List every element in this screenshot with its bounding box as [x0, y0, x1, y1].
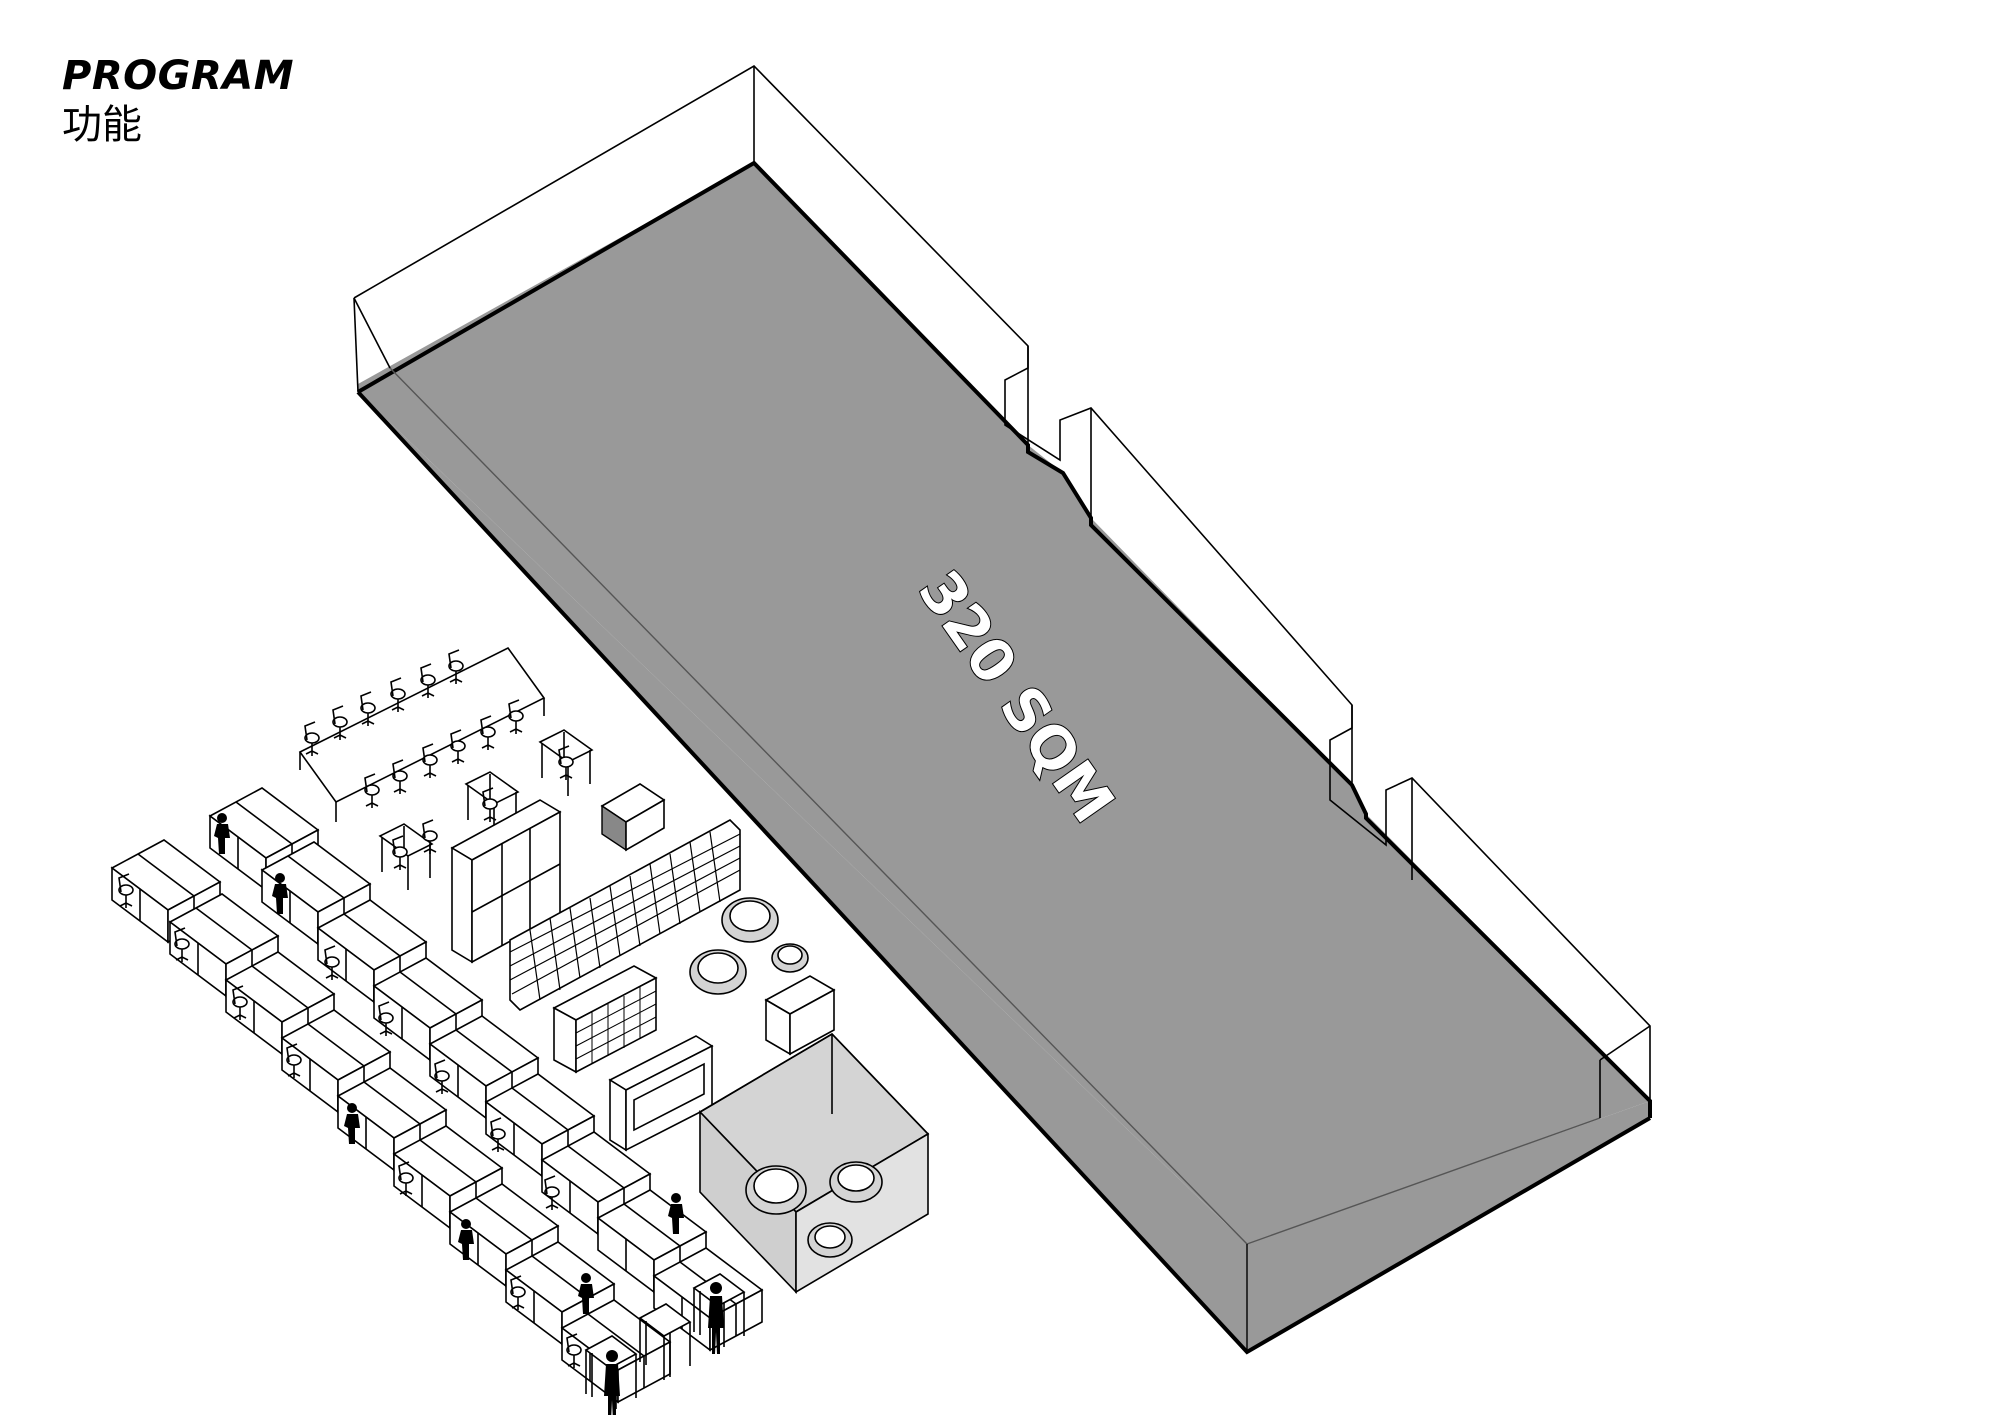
- meeting-room-table: [807, 1222, 853, 1258]
- small-table: [379, 819, 438, 891]
- meeting-room-table: [829, 1161, 883, 1203]
- small-table: [539, 729, 593, 797]
- round-stool: [771, 943, 809, 973]
- title-english: PROGRAM: [62, 53, 295, 99]
- floor-slab: 320 SQM: [353, 64, 1652, 1355]
- diagram-title: PROGRAM 功能: [62, 52, 294, 150]
- floor-right-face: [1247, 1101, 1650, 1352]
- sofa-frame: [608, 1035, 714, 1152]
- meeting-room-table: [745, 1165, 807, 1215]
- wall-grid-panel: [509, 819, 741, 1011]
- meeting-table: [298, 646, 546, 822]
- floor-surface: [358, 163, 1650, 1244]
- round-table: [689, 949, 747, 995]
- side-cabinet: [764, 975, 836, 1056]
- meeting-room: [698, 1032, 930, 1294]
- printer: [600, 783, 666, 852]
- round-table: [721, 897, 779, 943]
- locker-cabinet: [552, 965, 658, 1074]
- title-chinese: 功能: [62, 102, 142, 148]
